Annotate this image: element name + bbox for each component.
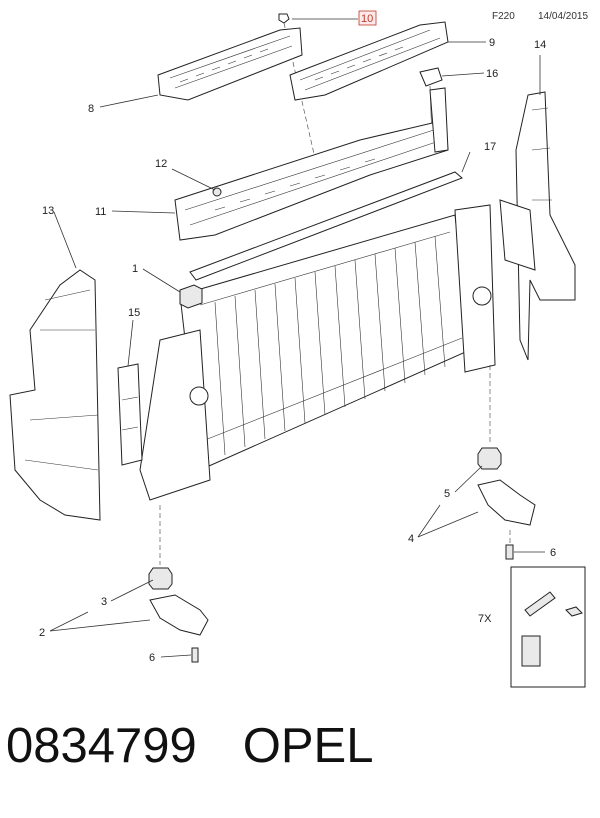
callout-4: 4 bbox=[408, 533, 414, 545]
part-8-upper-air-guide bbox=[157, 27, 303, 101]
callout-8: 8 bbox=[88, 103, 94, 115]
part-footer: 0834799 OPEL bbox=[6, 718, 420, 774]
callout-6-left: 6 bbox=[149, 652, 155, 664]
part-11-lower-air-guide bbox=[174, 87, 449, 241]
callout-9: 9 bbox=[489, 37, 495, 49]
part-4-right-bracket bbox=[477, 479, 536, 526]
part-5-right-rubber-mount bbox=[477, 447, 502, 470]
callout-7x: 7X bbox=[478, 613, 492, 625]
callout-12: 12 bbox=[155, 158, 167, 170]
callout-10-highlight bbox=[358, 10, 377, 26]
callout-3: 3 bbox=[101, 596, 107, 608]
diagram-date: 14/04/2015 bbox=[538, 11, 589, 22]
callout-5: 5 bbox=[444, 488, 450, 500]
callout-17: 17 bbox=[484, 141, 496, 153]
callout-1: 1 bbox=[132, 263, 138, 275]
brand-name: OPEL bbox=[242, 719, 374, 773]
part-7x-kit-box bbox=[510, 566, 586, 688]
callout-2: 2 bbox=[39, 627, 45, 639]
callout-13: 13 bbox=[42, 205, 54, 217]
diagram-code: F220 bbox=[492, 11, 515, 22]
part-3-left-rubber-mount bbox=[148, 567, 173, 590]
callout-15: 15 bbox=[128, 307, 140, 319]
part-1-upper-mount bbox=[179, 284, 203, 309]
callout-6-right: 6 bbox=[550, 547, 556, 559]
callout-labels: 10 9 16 8 14 17 12 11 13 1 15 3 2 6 5 4 … bbox=[39, 10, 556, 664]
part-15-shield bbox=[117, 363, 143, 466]
radiator bbox=[139, 204, 496, 501]
leader-lines bbox=[49, 18, 545, 658]
callout-10: 10 bbox=[361, 13, 373, 25]
part-number: 0834799 bbox=[6, 719, 197, 773]
part-6-right-bolt bbox=[505, 544, 514, 560]
callout-16: 16 bbox=[486, 68, 498, 80]
part-2-left-bracket bbox=[149, 594, 209, 636]
part-9-upper-air-guide bbox=[289, 21, 449, 101]
part-13-left-deflector bbox=[9, 269, 101, 521]
callout-11: 11 bbox=[95, 206, 106, 218]
part-17-seal-strip bbox=[189, 171, 463, 281]
part-6-left-bolt bbox=[191, 647, 199, 663]
callout-14: 14 bbox=[534, 39, 546, 51]
part-14-right-deflector bbox=[499, 91, 576, 361]
exploded-parts-diagram: 10 9 16 8 14 17 12 11 13 1 15 3 2 6 5 4 … bbox=[9, 10, 586, 688]
